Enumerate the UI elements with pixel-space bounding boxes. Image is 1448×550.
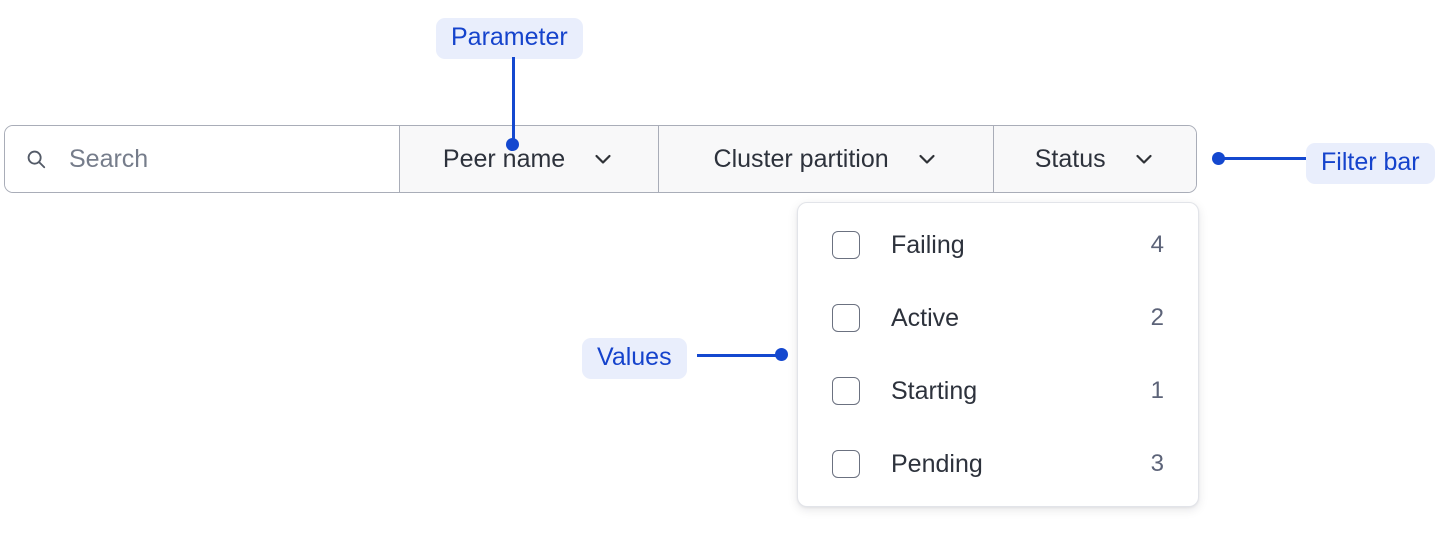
search-field[interactable] — [5, 126, 401, 192]
dropdown-peer-name-label: Peer name — [442, 144, 566, 173]
list-item-count: 4 — [1150, 231, 1164, 258]
dropdown-cluster-partition[interactable]: Cluster partition — [658, 126, 995, 192]
list-item[interactable]: Active 2 — [832, 298, 1164, 338]
dropdown-status[interactable]: Status — [994, 126, 1196, 192]
checkbox-starting[interactable] — [832, 377, 860, 405]
list-item-label: Failing — [891, 230, 965, 259]
checkbox-pending[interactable] — [832, 450, 860, 478]
annotation-parameter-leader-line — [512, 57, 515, 145]
checkbox-failing[interactable] — [832, 231, 860, 259]
annotation-filter-bar-leader-line — [1224, 157, 1306, 160]
list-item-count: 2 — [1150, 304, 1164, 331]
annotation-filter-bar: Filter bar — [1306, 143, 1435, 184]
annotation-values-dot — [775, 348, 788, 361]
filter-bar: Peer name Cluster partition Status — [4, 125, 1197, 193]
list-item-count: 3 — [1150, 450, 1164, 477]
dropdown-status-label: Status — [1034, 144, 1106, 173]
list-item[interactable]: Starting 1 — [832, 371, 1164, 411]
list-item[interactable]: Pending 3 — [832, 444, 1164, 484]
chevron-down-icon — [595, 154, 611, 164]
dropdown-cluster-partition-label: Cluster partition — [713, 144, 889, 173]
list-item-count: 1 — [1150, 377, 1164, 404]
search-icon — [27, 150, 46, 169]
list-item-label: Starting — [891, 376, 978, 405]
annotation-values: Values — [582, 338, 687, 379]
checkbox-active[interactable] — [832, 304, 860, 332]
list-item[interactable]: Failing 4 — [832, 225, 1164, 265]
annotation-parameter: Parameter — [436, 18, 583, 59]
search-input[interactable] — [69, 144, 380, 174]
status-dropdown-panel: Failing 4 Active 2 Starting 1 Pending 3 — [797, 202, 1199, 507]
chevron-down-icon — [919, 154, 935, 164]
annotation-values-leader-line — [697, 354, 783, 357]
chevron-down-icon — [1135, 154, 1152, 164]
annotation-parameter-dot — [506, 138, 519, 151]
dropdown-peer-name[interactable]: Peer name — [400, 126, 659, 192]
list-item-label: Active — [891, 303, 960, 332]
annotation-filter-bar-dot — [1212, 152, 1225, 165]
list-item-label: Pending — [891, 449, 983, 478]
